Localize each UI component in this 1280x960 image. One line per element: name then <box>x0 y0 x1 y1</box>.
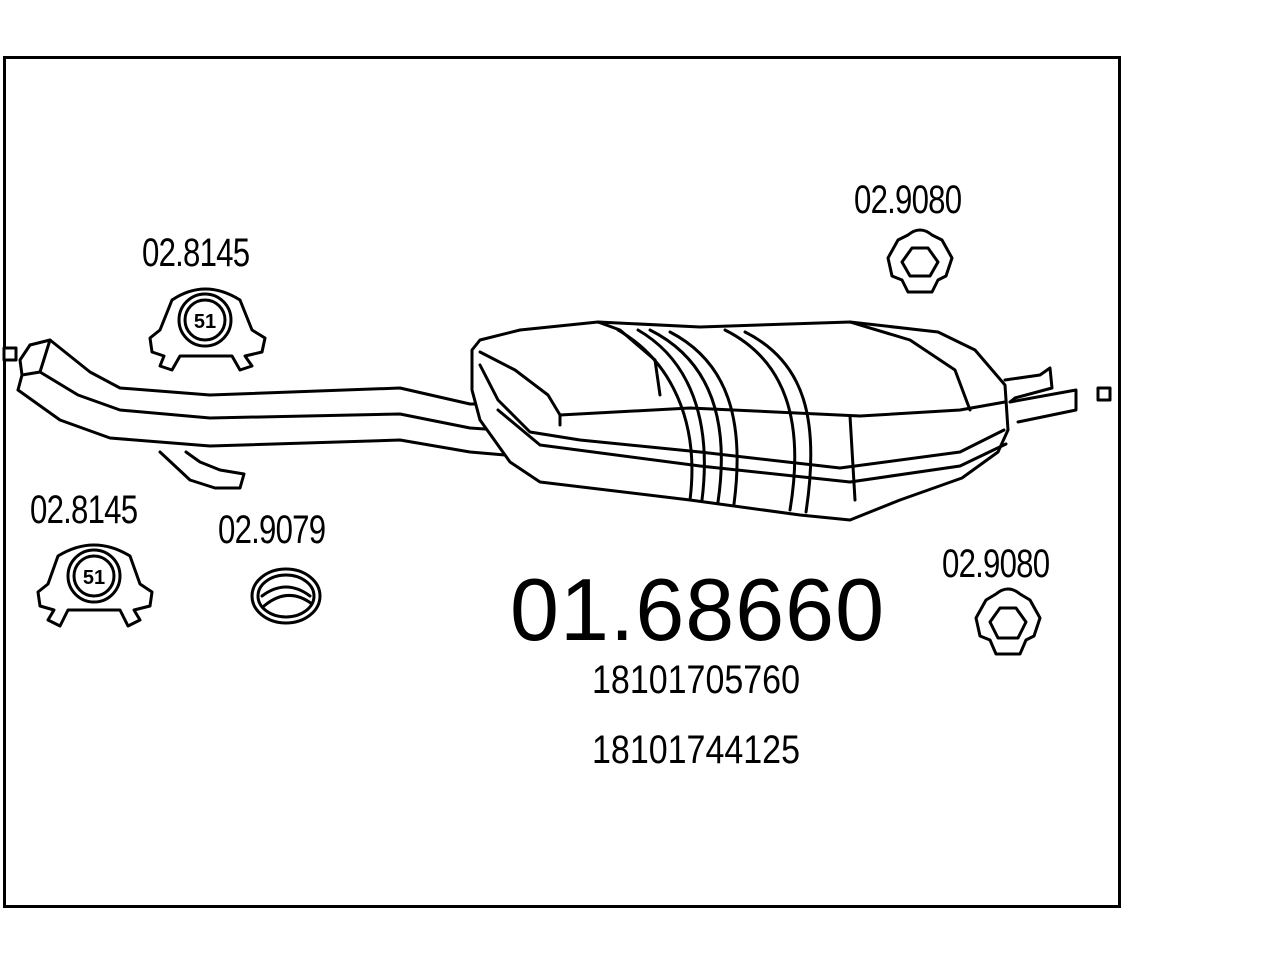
tail-pipes <box>1003 366 1078 424</box>
muffler-body <box>470 320 1010 522</box>
clamp-icon <box>148 287 267 372</box>
pipe-end-marker-right <box>1096 386 1112 402</box>
pipe-bracket <box>158 450 246 490</box>
clamp-part-code: 02.8145 <box>142 231 250 275</box>
seal-ring-part-code: 02.9079 <box>218 508 326 552</box>
clamp-part-code: 02.8145 <box>30 488 138 532</box>
clamp-size-label: 51 <box>194 311 216 333</box>
clamp-size-label: 51 <box>83 567 105 589</box>
oem-number: 18101705760 <box>592 658 801 702</box>
hanger-part-code: 02.9080 <box>854 178 962 222</box>
main-part-number: 01.68660 <box>510 560 886 659</box>
muffler-bands <box>616 328 813 514</box>
seal-ring-icon <box>250 567 322 625</box>
rubber-hanger-icon <box>974 587 1042 656</box>
oem-number: 18101744125 <box>592 728 801 772</box>
diagram-frame <box>3 56 1121 908</box>
hanger-part-code: 02.9080 <box>942 542 1050 586</box>
pipe-end-marker-left <box>2 346 18 362</box>
front-pipe <box>16 338 507 457</box>
rubber-hanger-icon <box>886 228 954 294</box>
clamp-icon <box>36 543 154 628</box>
